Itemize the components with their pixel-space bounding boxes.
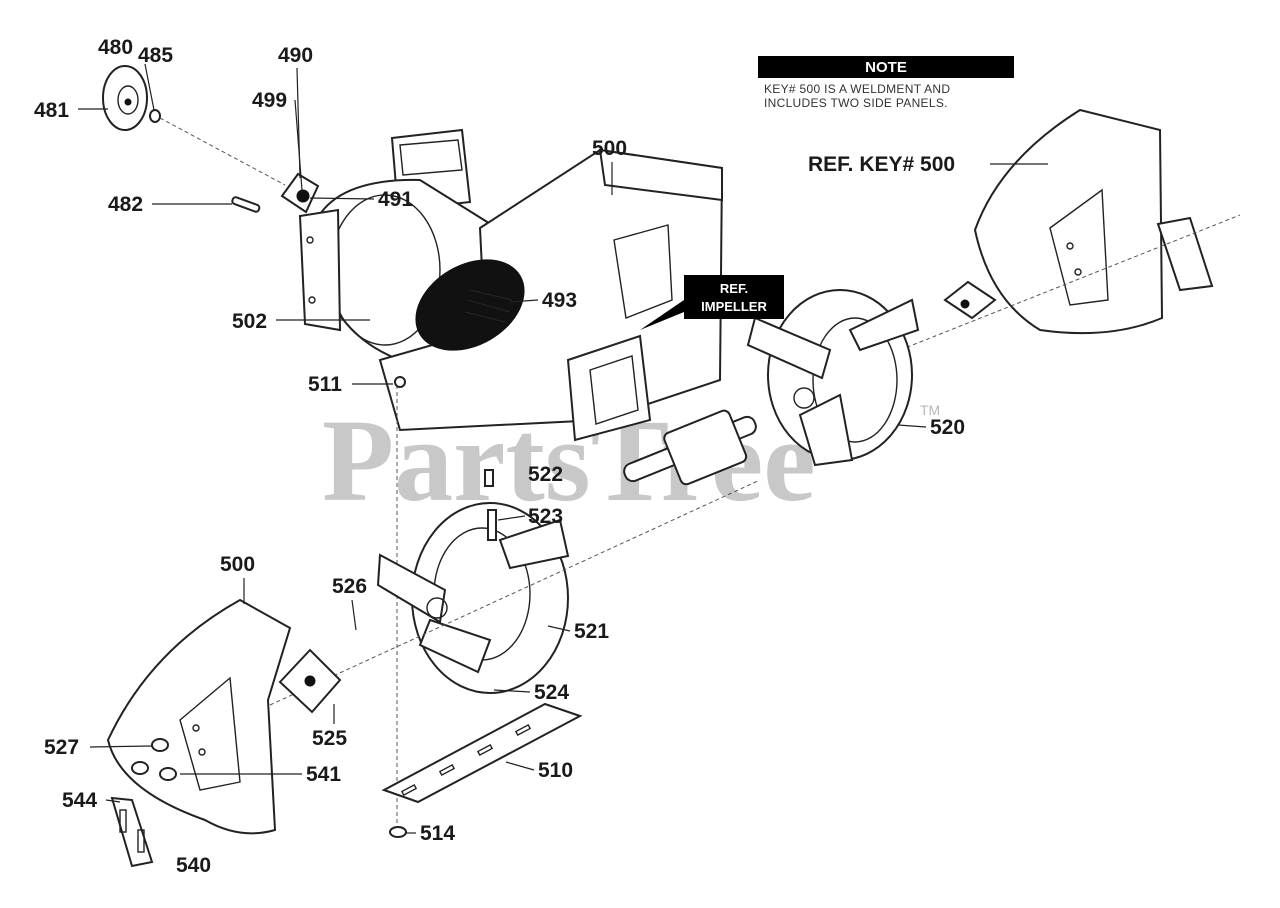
note-header xyxy=(758,56,1014,78)
auger-520 xyxy=(746,289,920,467)
label-524: 524 xyxy=(534,681,569,704)
label-526: 526 xyxy=(332,575,367,598)
label-541: 541 xyxy=(306,763,341,786)
key-482 xyxy=(231,196,261,213)
ref-impeller-line-2: IMPELLER xyxy=(701,299,767,314)
label-540: 540 xyxy=(176,854,211,877)
label-481: 481 xyxy=(34,99,69,122)
label-502: 502 xyxy=(232,310,267,333)
label-544: 544 xyxy=(62,789,97,812)
axis-line-pulley xyxy=(159,117,286,186)
note-line-1: KEY# 500 IS A WELDMENT AND xyxy=(764,82,950,96)
label-493: 493 xyxy=(542,289,577,312)
bearing-right xyxy=(943,280,997,320)
auger-521 xyxy=(269,479,761,706)
label-500-top: 500 xyxy=(592,137,627,160)
ref-impeller-pointer xyxy=(640,300,684,330)
side-panel-right xyxy=(899,108,1241,351)
note-line-2: INCLUDES TWO SIDE PANELS. xyxy=(764,96,948,110)
bolt-511 xyxy=(394,376,406,388)
label-490: 490 xyxy=(278,44,313,67)
note-title: NOTE xyxy=(865,59,907,76)
label-510: 510 xyxy=(538,759,573,782)
label-480: 480 xyxy=(98,36,133,59)
label-523: 523 xyxy=(528,505,563,528)
nut-514 xyxy=(389,826,407,838)
auger-housing-500 xyxy=(298,128,724,432)
part-labels: 480 485 481 490 499 482 491 500 493 502 … xyxy=(34,36,965,877)
label-482: 482 xyxy=(108,193,143,216)
ref-impeller-box xyxy=(684,275,784,319)
label-514: 514 xyxy=(420,822,455,845)
bearing-left-525 xyxy=(278,648,342,714)
ref-impeller-line-1: REF. xyxy=(720,281,748,296)
label-499: 499 xyxy=(252,89,287,112)
pins-522-523 xyxy=(484,469,497,541)
ref-key-500-label: REF. KEY# 500 xyxy=(808,153,955,176)
skid-540 xyxy=(110,796,154,868)
label-485: 485 xyxy=(138,44,173,67)
pulley-480 xyxy=(102,65,161,131)
label-521: 521 xyxy=(574,620,609,643)
bearing-flange-490 xyxy=(280,172,320,214)
watermark-tm: TM xyxy=(920,402,940,418)
label-522: 522 xyxy=(528,463,563,486)
scraper-bar-510 xyxy=(381,702,583,804)
bolts-527-541 xyxy=(131,738,177,781)
leader-lines xyxy=(78,63,927,834)
label-511: 511 xyxy=(308,373,342,396)
label-527: 527 xyxy=(44,736,79,759)
side-panel-left xyxy=(106,598,292,835)
label-500-left: 500 xyxy=(220,553,255,576)
label-525: 525 xyxy=(312,727,347,750)
label-491: 491 xyxy=(378,188,413,211)
label-520: 520 xyxy=(930,416,965,439)
impeller xyxy=(566,334,757,486)
